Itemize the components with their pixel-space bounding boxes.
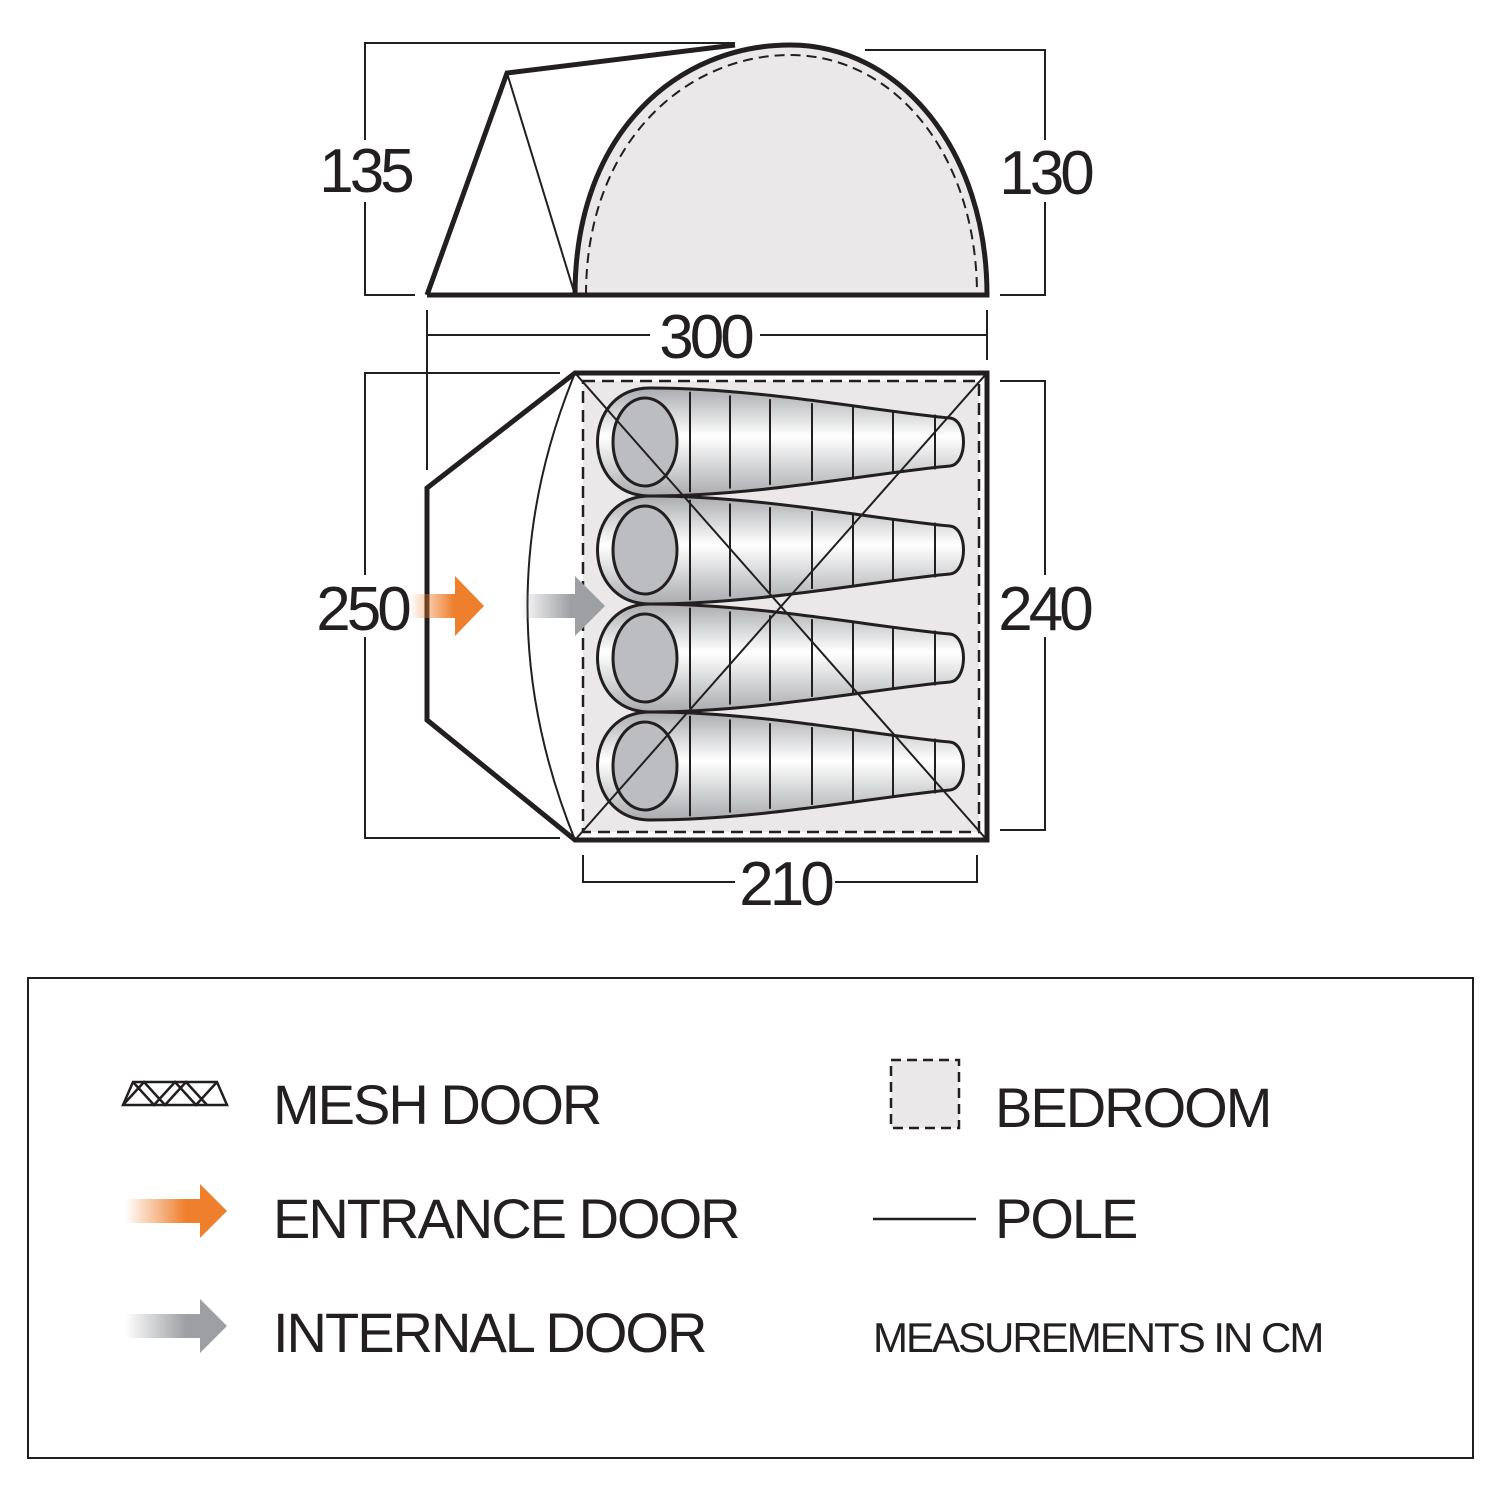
legend-mesh-door: MESH DOOR (273, 1073, 600, 1136)
legend-box (27, 977, 1474, 1459)
legend-internal-door: INTERNAL DOOR (273, 1301, 705, 1364)
inner-dome-mesh (585, 53, 978, 296)
dim-bedroom-width: 240 (998, 575, 1092, 644)
dim-total-width: 250 (316, 575, 410, 644)
measurements-note: MEASUREMENTS IN CM (873, 1314, 1322, 1361)
sleeping-bag (596, 710, 965, 822)
dim-front-height: 135 (319, 137, 412, 206)
legend-internal-arrow-icon (125, 1299, 227, 1353)
bag-hood (611, 612, 679, 704)
dim-total-length: 300 (659, 303, 753, 372)
bedroom-legend-icon (889, 1058, 961, 1130)
entrance-arrow-icon (410, 576, 484, 636)
pole (574, 372, 988, 841)
legend-pole: POLE (995, 1187, 1136, 1250)
legend-entrance-door: ENTRANCE DOOR (273, 1187, 739, 1250)
dim-bedroom-length: 210 (739, 850, 833, 919)
sleeping-bag (596, 602, 965, 714)
legend-entrance-arrow-icon (125, 1184, 227, 1238)
floor-plan (364, 370, 1046, 883)
internal-arrow-icon (520, 576, 605, 636)
sleeping-bag (596, 494, 965, 606)
inner-dome (572, 42, 990, 298)
dim-rear-height: 130 (999, 139, 1093, 208)
sleeping-bag (596, 386, 965, 498)
bag-hood (611, 396, 679, 488)
legend-bedroom: BEDROOM (995, 1076, 1270, 1139)
mesh-door-icon (121, 1080, 229, 1107)
side-view (364, 42, 1046, 470)
bag-hood (611, 504, 679, 596)
